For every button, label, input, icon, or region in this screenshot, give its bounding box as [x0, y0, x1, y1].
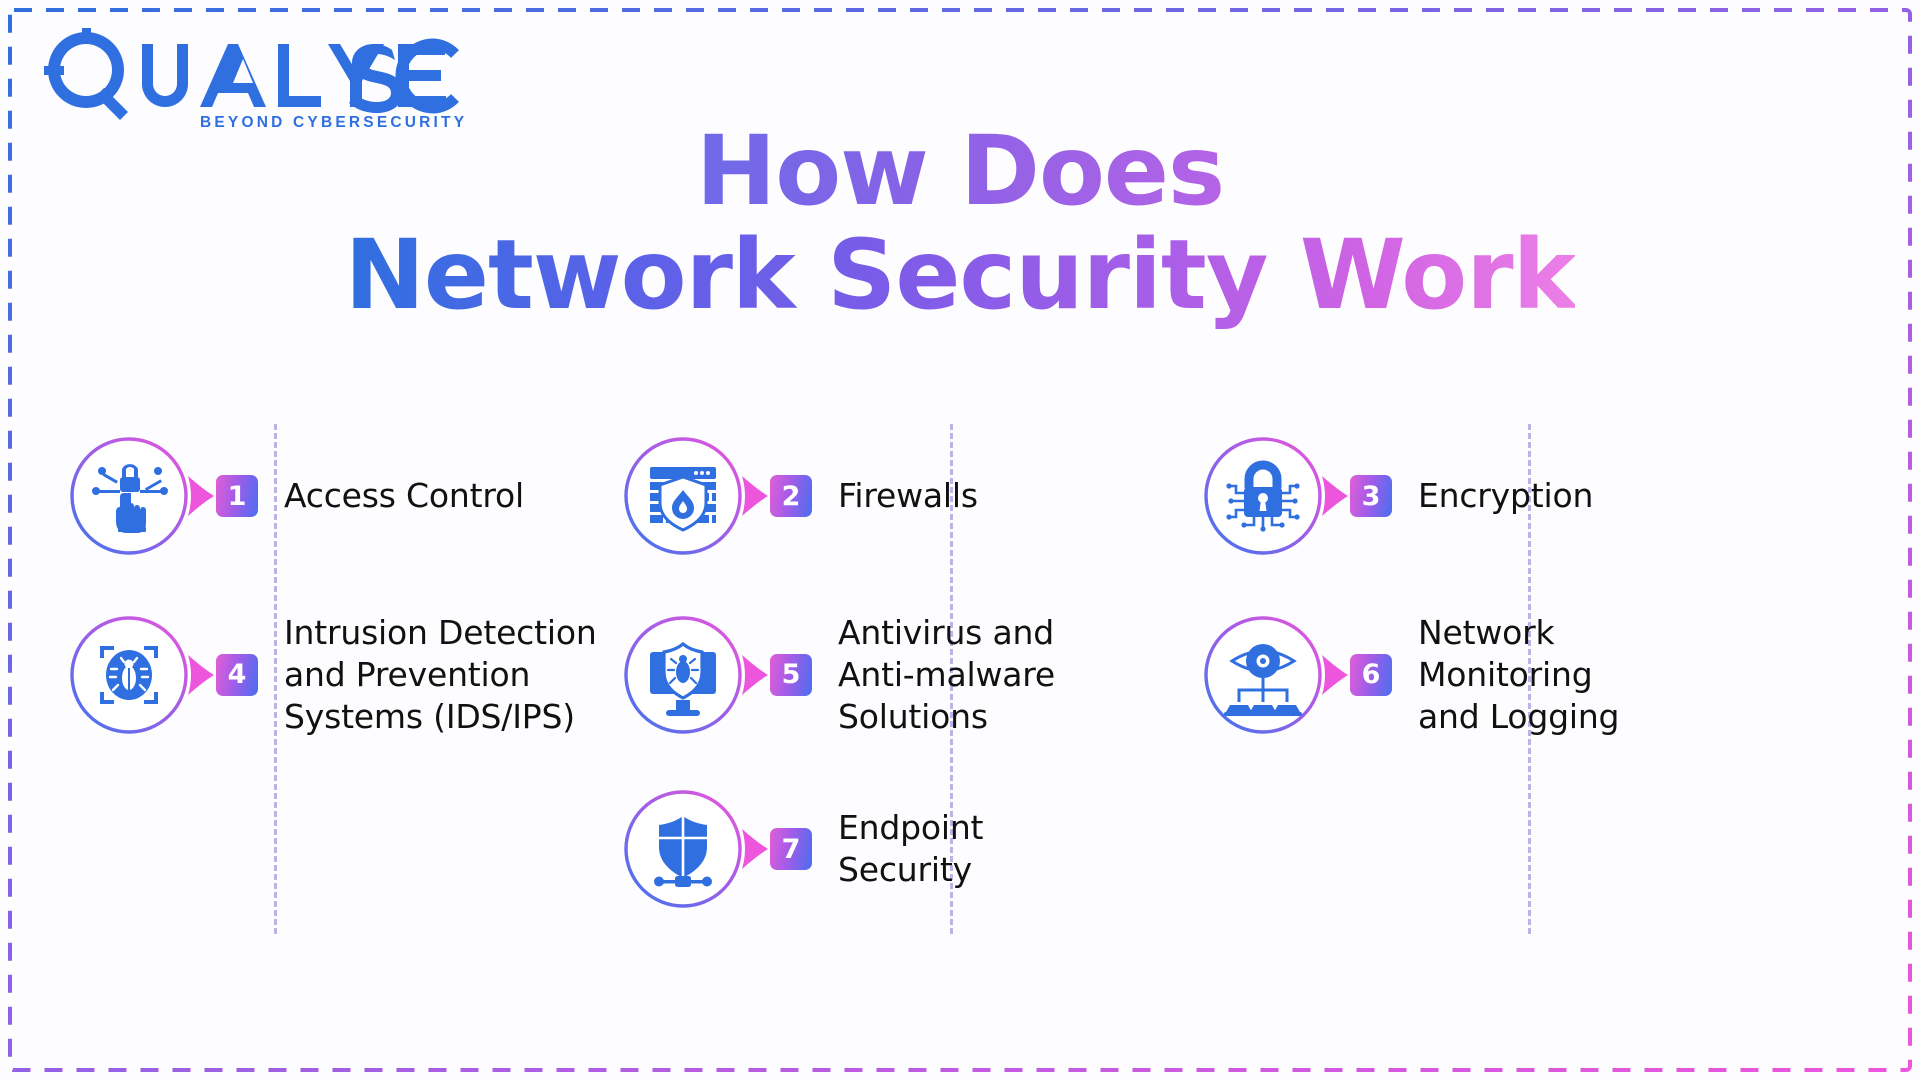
- item-label-2: Firewalls: [838, 476, 978, 516]
- firewall-icon: [622, 435, 744, 557]
- item-7[interactable]: 7 Endpoint Security: [622, 788, 983, 910]
- arrow-pointer-4: [186, 653, 216, 697]
- arrow-pointer-7: [740, 827, 770, 871]
- item-3[interactable]: 3 Encryption: [1202, 435, 1593, 557]
- item-label-5: Antivirus and Anti-malware Solutions: [838, 613, 1055, 736]
- antivirus-icon: [622, 614, 744, 736]
- item-number-badge-6: 6: [1350, 653, 1392, 696]
- item-number-badge-3: 3: [1350, 475, 1392, 517]
- arrow-pointer-5: [740, 653, 770, 697]
- item-number-badge-4: 4: [216, 653, 258, 696]
- item-number-badge-1: 1: [216, 475, 258, 517]
- item-4[interactable]: 4 Intrusion Detection and Prevention Sys…: [68, 612, 597, 738]
- item-label-7: Endpoint Security: [838, 808, 984, 889]
- item-label-1: Access Control: [284, 476, 524, 516]
- item-1[interactable]: 1 Access Control: [68, 435, 524, 557]
- item-label-3: Encryption: [1418, 476, 1594, 516]
- item-2[interactable]: 2 Firewalls: [622, 435, 978, 557]
- endpoint-security-icon: [622, 788, 744, 910]
- encryption-lock-icon: [1202, 435, 1324, 557]
- item-number-badge-7: 7: [770, 828, 812, 870]
- item-5[interactable]: 5 Antivirus and Anti-malware Solutions: [622, 612, 1055, 738]
- arrow-pointer-1: [186, 474, 216, 518]
- intrusion-detection-icon: [68, 614, 190, 736]
- arrow-pointer-3: [1320, 474, 1350, 518]
- access-control-icon: [68, 435, 190, 557]
- item-6[interactable]: 6 Network Monitoring and Logging: [1202, 612, 1619, 738]
- arrow-pointer-6: [1320, 653, 1350, 697]
- item-label-4: Intrusion Detection and Prevention Syste…: [284, 613, 597, 736]
- network-monitoring-icon: [1202, 614, 1324, 736]
- item-number-badge-5: 5: [770, 653, 812, 696]
- item-label-6: Network Monitoring and Logging: [1418, 613, 1620, 736]
- item-number-badge-2: 2: [770, 475, 812, 517]
- arrow-pointer-2: [740, 474, 770, 518]
